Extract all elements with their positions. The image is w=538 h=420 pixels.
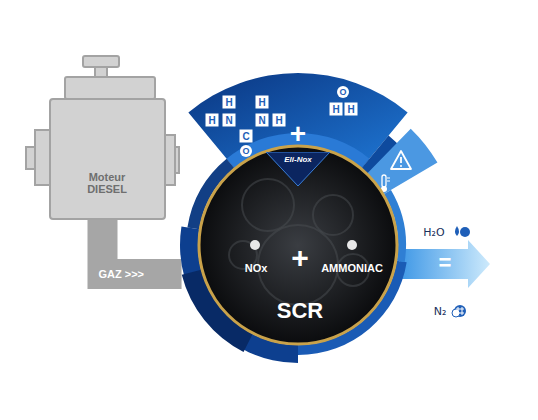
thermometer-icon [381, 175, 390, 192]
atom-symbol: H [345, 103, 358, 116]
water-icon [455, 226, 470, 237]
engine-box: Moteur DIESEL [25, 55, 180, 220]
reactant-label: NOx [245, 262, 268, 274]
scr-title: SCR [277, 299, 323, 323]
brand-triangle: Eli-Nox [266, 152, 330, 186]
plus-sign: + [290, 120, 306, 148]
atom-symbol: H [223, 96, 236, 109]
equals-sign: = [439, 252, 452, 274]
engine-label: Moteur DIESEL [76, 171, 138, 195]
warning-icon [391, 151, 411, 169]
plus-sign: + [291, 241, 309, 274]
atom-symbol: O [240, 145, 252, 157]
atom-symbol: H [206, 114, 219, 127]
product-formula: N₂ [434, 306, 447, 317]
atom-symbol: H [273, 114, 286, 127]
product-formula: H₂O [423, 227, 444, 238]
brand-name: Eli-Nox [284, 156, 312, 165]
atom-symbol: H [256, 96, 269, 109]
atom-symbol: C [240, 130, 253, 143]
nitrogen-icon [452, 305, 466, 317]
edge-label: GAZ >>> [97, 268, 147, 281]
engine-box-shape [25, 55, 180, 220]
atom-symbol: N [223, 114, 236, 127]
atom-symbol: H [330, 103, 343, 116]
output-arrow [400, 240, 490, 288]
atom-symbol: N [256, 114, 269, 127]
exhaust-pipe [103, 220, 182, 274]
reactant-label: AMMONIAC [321, 262, 383, 274]
atom-symbol: O [337, 86, 349, 98]
